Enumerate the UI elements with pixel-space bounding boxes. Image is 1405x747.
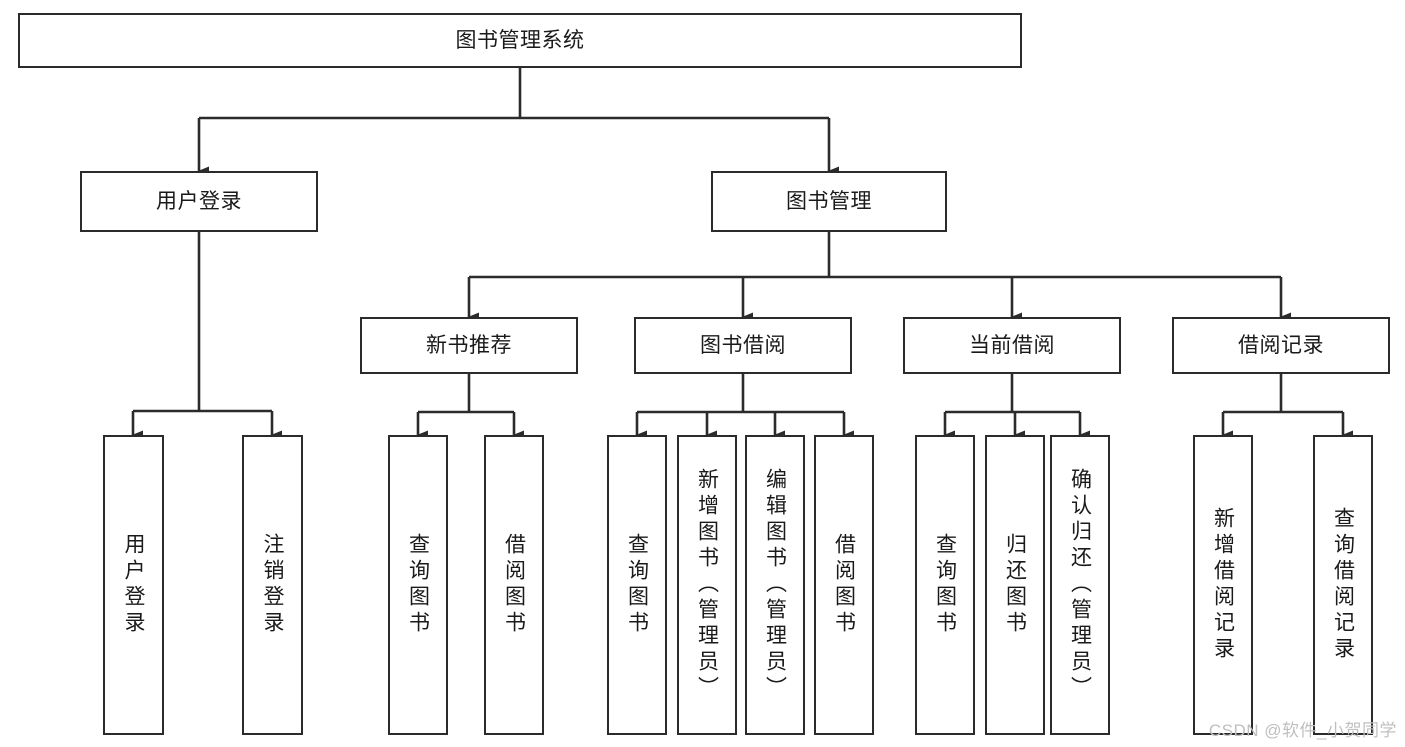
csdn-watermark: CSDN @软件_小贺同学 (1208, 721, 1397, 740)
leaf-node[interactable]: 编辑图书（管理员） (745, 435, 805, 735)
leaf-node[interactable]: 新增借阅记录 (1193, 435, 1253, 735)
node-label-book-management: 图书管理 (786, 189, 872, 213)
leaf-node[interactable]: 借阅图书 (814, 435, 874, 735)
node-label-borrowing-record: 借阅记录 (1238, 333, 1324, 357)
leaf-node-label: 编辑图书（管理员） (763, 468, 787, 702)
leaf-node-label: 确认归还（管理员） (1068, 468, 1092, 702)
leaf-node-label: 注销登录 (261, 533, 284, 637)
node-borrowing-record[interactable]: 借阅记录 (1172, 317, 1390, 374)
leaf-node[interactable]: 用户登录 (103, 435, 164, 735)
node-current-borrowing[interactable]: 当前借阅 (903, 317, 1121, 374)
leaf-node[interactable]: 确认归还（管理员） (1050, 435, 1110, 735)
leaf-node-label: 查询图书 (625, 533, 649, 637)
node-book-management[interactable]: 图书管理 (711, 171, 947, 232)
node-root-book-management-system[interactable]: 图书管理系统 (18, 13, 1022, 68)
leaf-node-label: 查询借阅记录 (1331, 507, 1355, 663)
leaf-node[interactable]: 新增图书（管理员） (677, 435, 737, 735)
leaf-node-label: 查询图书 (406, 533, 430, 637)
leaf-node-label: 借阅图书 (502, 533, 526, 637)
leaf-node[interactable]: 查询图书 (607, 435, 667, 735)
leaf-node[interactable]: 查询图书 (915, 435, 975, 735)
edges-group (131, 68, 1353, 440)
node-book-borrowing[interactable]: 图书借阅 (634, 317, 852, 374)
node-label-book-borrowing: 图书借阅 (700, 333, 786, 357)
leaf-node[interactable]: 注销登录 (242, 435, 303, 735)
leaf-node[interactable]: 借阅图书 (484, 435, 544, 735)
node-label-new-book-recommendation: 新书推荐 (426, 333, 512, 357)
leaf-node-label: 用户登录 (122, 533, 145, 637)
leaf-node-label: 新增借阅记录 (1211, 507, 1235, 663)
leaf-node[interactable]: 查询借阅记录 (1313, 435, 1373, 735)
leaf-node[interactable]: 查询图书 (388, 435, 448, 735)
node-label-user-login: 用户登录 (156, 189, 242, 213)
node-user-login[interactable]: 用户登录 (80, 171, 318, 232)
leaf-node-label: 新增图书（管理员） (695, 468, 719, 702)
node-label-current-borrowing: 当前借阅 (969, 333, 1055, 357)
leaf-node-label: 归还图书 (1003, 533, 1027, 637)
leaf-node[interactable]: 归还图书 (985, 435, 1045, 735)
node-label-root: 图书管理系统 (455, 28, 585, 52)
leaf-node-label: 借阅图书 (832, 533, 856, 637)
leaf-node-label: 查询图书 (933, 533, 957, 637)
node-new-book-recommendation[interactable]: 新书推荐 (360, 317, 578, 374)
